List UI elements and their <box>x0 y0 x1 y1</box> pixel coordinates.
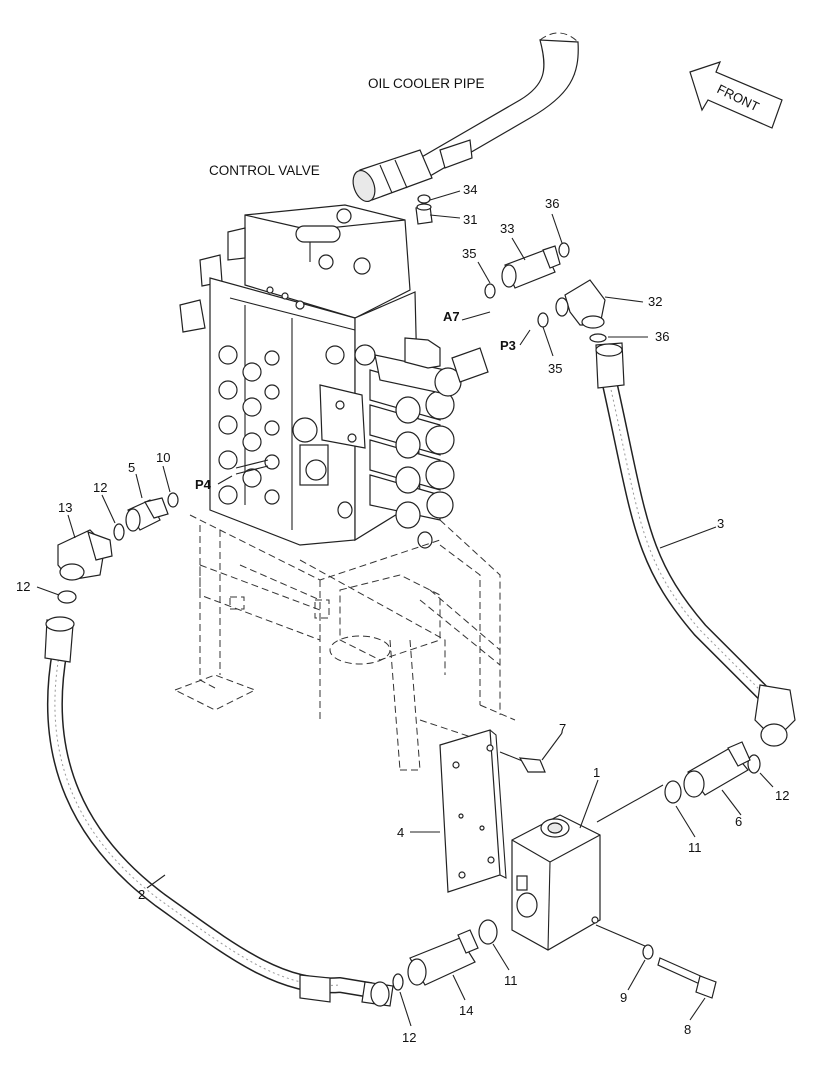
oil-cooler-pipe <box>352 32 579 203</box>
o-ring-36-upper <box>558 242 570 258</box>
callout-11-bottom: 11 <box>504 973 518 988</box>
adapter-fitting-33 <box>501 245 561 289</box>
adapter-fitting-5 <box>125 497 169 532</box>
front-direction-arrow: FRONT <box>689 61 783 129</box>
o-ring-12-bottom <box>392 973 404 991</box>
callout-2: 2 <box>138 887 145 902</box>
elbow-fitting-13 <box>57 529 113 581</box>
control-valve-label: CONTROL VALVE <box>209 163 320 178</box>
junction-block-1 <box>511 814 601 951</box>
callout-12-upper: 12 <box>93 480 107 495</box>
plug-31 <box>415 203 433 225</box>
callout-12-bottom: 12 <box>402 1030 416 1045</box>
callout-35-top: 35 <box>462 246 476 261</box>
callout-35-bottom: 35 <box>548 361 562 376</box>
o-ring-12-right <box>747 754 761 774</box>
callout-6: 6 <box>735 814 742 829</box>
callout-36-top: 36 <box>545 196 559 211</box>
o-ring-10 <box>167 492 179 508</box>
o-ring-11-right <box>664 780 682 804</box>
bolt-7 <box>499 751 546 773</box>
port-label-p4: P4 <box>195 477 212 492</box>
o-ring-36-lower <box>589 333 607 343</box>
callout-10: 10 <box>156 450 170 465</box>
port-label-a7: A7 <box>443 309 460 324</box>
adapter-fitting-6 <box>683 741 751 798</box>
callout-14: 14 <box>459 1003 473 1018</box>
callout-numbers: 34 31 33 36 35 32 36 35 10 5 12 13 12 3 … <box>16 182 789 1045</box>
hose-3 <box>595 342 796 747</box>
callout-5: 5 <box>128 460 135 475</box>
callout-9: 9 <box>620 990 627 1005</box>
callout-12-left: 12 <box>16 579 30 594</box>
leader-lines <box>36 190 774 1027</box>
o-ring-35-lower <box>537 312 549 328</box>
control-valve <box>179 204 489 549</box>
o-ring-12-upper <box>113 523 125 541</box>
callout-3: 3 <box>717 516 724 531</box>
adapter-fitting-14 <box>407 929 479 986</box>
valve-front-ports <box>218 286 376 505</box>
valve-spool-sections <box>292 354 462 549</box>
callout-12-right: 12 <box>775 788 789 803</box>
callout-4: 4 <box>397 825 404 840</box>
oil-cooler-pipe-label: OIL COOLER PIPE <box>368 76 485 91</box>
port-label-p3: P3 <box>500 338 516 353</box>
o-ring-11-bottom <box>478 919 498 945</box>
callout-13: 13 <box>58 500 72 515</box>
washer-9 <box>642 944 654 960</box>
elbow-fitting-32 <box>555 279 606 329</box>
bolt-8 <box>657 957 717 999</box>
callout-7: 7 <box>559 721 566 736</box>
callout-34: 34 <box>463 182 477 197</box>
hose-2 <box>44 616 394 1007</box>
callout-31: 31 <box>463 212 477 227</box>
mounting-plate-4 <box>439 729 507 893</box>
mounting-frame <box>173 514 516 771</box>
callout-32: 32 <box>648 294 662 309</box>
o-ring-12-left <box>57 590 77 604</box>
callout-1: 1 <box>593 765 600 780</box>
callout-8: 8 <box>684 1022 691 1037</box>
o-ring-35-upper <box>484 283 496 299</box>
callout-11-right: 11 <box>688 840 702 855</box>
callout-36-bottom: 36 <box>655 329 669 344</box>
callout-33: 33 <box>500 221 514 236</box>
o-ring-34 <box>417 194 431 204</box>
